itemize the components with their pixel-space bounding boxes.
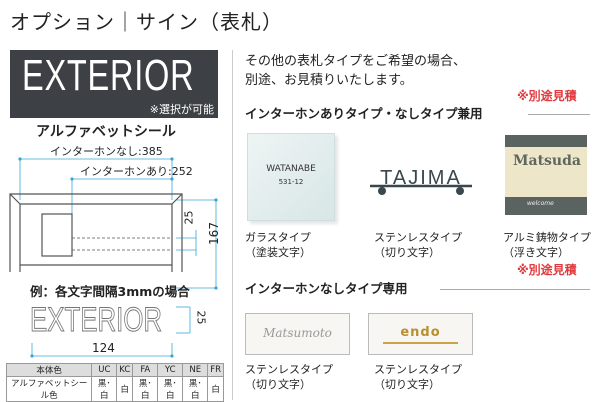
table-header: 本体色 bbox=[5, 363, 93, 377]
stainless-plate-image: endo bbox=[368, 313, 473, 355]
item-name: アルミ鋳物タイプ bbox=[503, 231, 591, 244]
sample-text: EXTERIOR bbox=[22, 51, 195, 100]
intro-text: その他の表札タイプをご希望の場合、 別途、お見積りいたします。 bbox=[245, 52, 466, 90]
sample-plate: EXTERIOR ※選択が可能 bbox=[10, 50, 218, 118]
aluminium-plate-image: Matsuda welcome bbox=[505, 135, 587, 215]
item-detail: （浮き文字） bbox=[503, 246, 569, 259]
section2-rule bbox=[440, 289, 590, 290]
item-detail: （切り文字） bbox=[245, 378, 311, 391]
item-name: ステンレスタイプ bbox=[374, 231, 462, 244]
table-header: FR bbox=[207, 363, 224, 377]
table-header: YC bbox=[157, 363, 184, 377]
plate-name: WATANABE bbox=[266, 164, 316, 174]
plate-sub: welcome bbox=[527, 200, 554, 207]
section1-heading: インターホンありタイプ・なしタイプ兼用 bbox=[245, 106, 483, 121]
table-header: NE bbox=[182, 363, 209, 377]
plate-name: Matsuda bbox=[513, 153, 581, 169]
table-header: KC bbox=[116, 363, 134, 377]
table-cell: 黒･白 bbox=[91, 376, 118, 402]
table-header: UC bbox=[91, 363, 118, 377]
dim-label-25: 25 bbox=[182, 210, 196, 225]
dim-label-385: インターホンなし:385 bbox=[50, 145, 163, 158]
item-name: ステンレスタイプ bbox=[374, 363, 462, 376]
example-width: 124 bbox=[92, 341, 115, 355]
stainless-plate-image: Matsumoto bbox=[245, 313, 350, 355]
item-name: ガラスタイプ bbox=[245, 231, 311, 244]
column-divider bbox=[232, 50, 233, 400]
table-header: FA bbox=[132, 363, 159, 377]
estimate-note: ※別途見積 bbox=[517, 263, 577, 277]
item-caption: ステンレスタイプ （切り文字） bbox=[374, 230, 462, 260]
table-cell: 白 bbox=[207, 376, 224, 402]
glass-plate-image: WATANABE 531-12 bbox=[247, 133, 335, 221]
plate-name: Matsumoto bbox=[263, 326, 332, 340]
plate-number: 531-12 bbox=[278, 178, 304, 186]
item-caption: アルミ鋳物タイプ （浮き文字） bbox=[503, 230, 591, 260]
item-caption: ガラスタイプ （塗装文字） bbox=[245, 230, 311, 260]
item-caption: ステンレスタイプ （切り文字） bbox=[245, 362, 333, 392]
example-height: 25 bbox=[194, 310, 208, 325]
table-cell: アルファベットシール色 bbox=[5, 376, 93, 402]
table-cell: 黒･白 bbox=[157, 376, 184, 402]
table-cell: 黒･白 bbox=[132, 376, 159, 402]
plate-name: TAJIMA bbox=[380, 167, 462, 189]
example-heading: 例：各文字間隔3mmの場合 bbox=[30, 284, 190, 299]
dimension-drawing bbox=[9, 157, 218, 358]
section1-rule bbox=[528, 114, 590, 115]
item-detail: （塗装文字） bbox=[245, 246, 311, 259]
table-cell: 黒･白 bbox=[182, 376, 209, 402]
seal-heading: アルファベットシール bbox=[36, 124, 176, 140]
dim-label-167: 167 bbox=[206, 222, 221, 245]
item-name: ステンレスタイプ bbox=[245, 363, 333, 376]
estimate-note: ※別途見積 bbox=[517, 89, 577, 103]
plate-name: endo bbox=[400, 325, 441, 340]
page-title: オプション｜サイン（表札） bbox=[10, 10, 283, 34]
section2-heading: インターホンなしタイプ専用 bbox=[245, 281, 408, 296]
example-text: EXTERIOR bbox=[30, 301, 163, 339]
dim-label-252: インターホンあり:252 bbox=[80, 165, 193, 178]
stainless-plate-image: TAJIMA bbox=[370, 167, 472, 195]
item-detail: （切り文字） bbox=[374, 246, 440, 259]
sample-note: ※選択が可能 bbox=[149, 103, 214, 116]
item-detail: （切り文字） bbox=[374, 378, 440, 391]
color-table: 本体色 UC KC FA YC NE FR アルファベットシール色 黒･白 白 … bbox=[5, 363, 224, 402]
intro-line: 別途、お見積りいたします。 bbox=[245, 73, 413, 88]
table-cell: 白 bbox=[116, 376, 134, 402]
item-caption: ステンレスタイプ （切り文字） bbox=[374, 362, 462, 392]
intro-line: その他の表札タイプをご希望の場合、 bbox=[245, 54, 467, 69]
